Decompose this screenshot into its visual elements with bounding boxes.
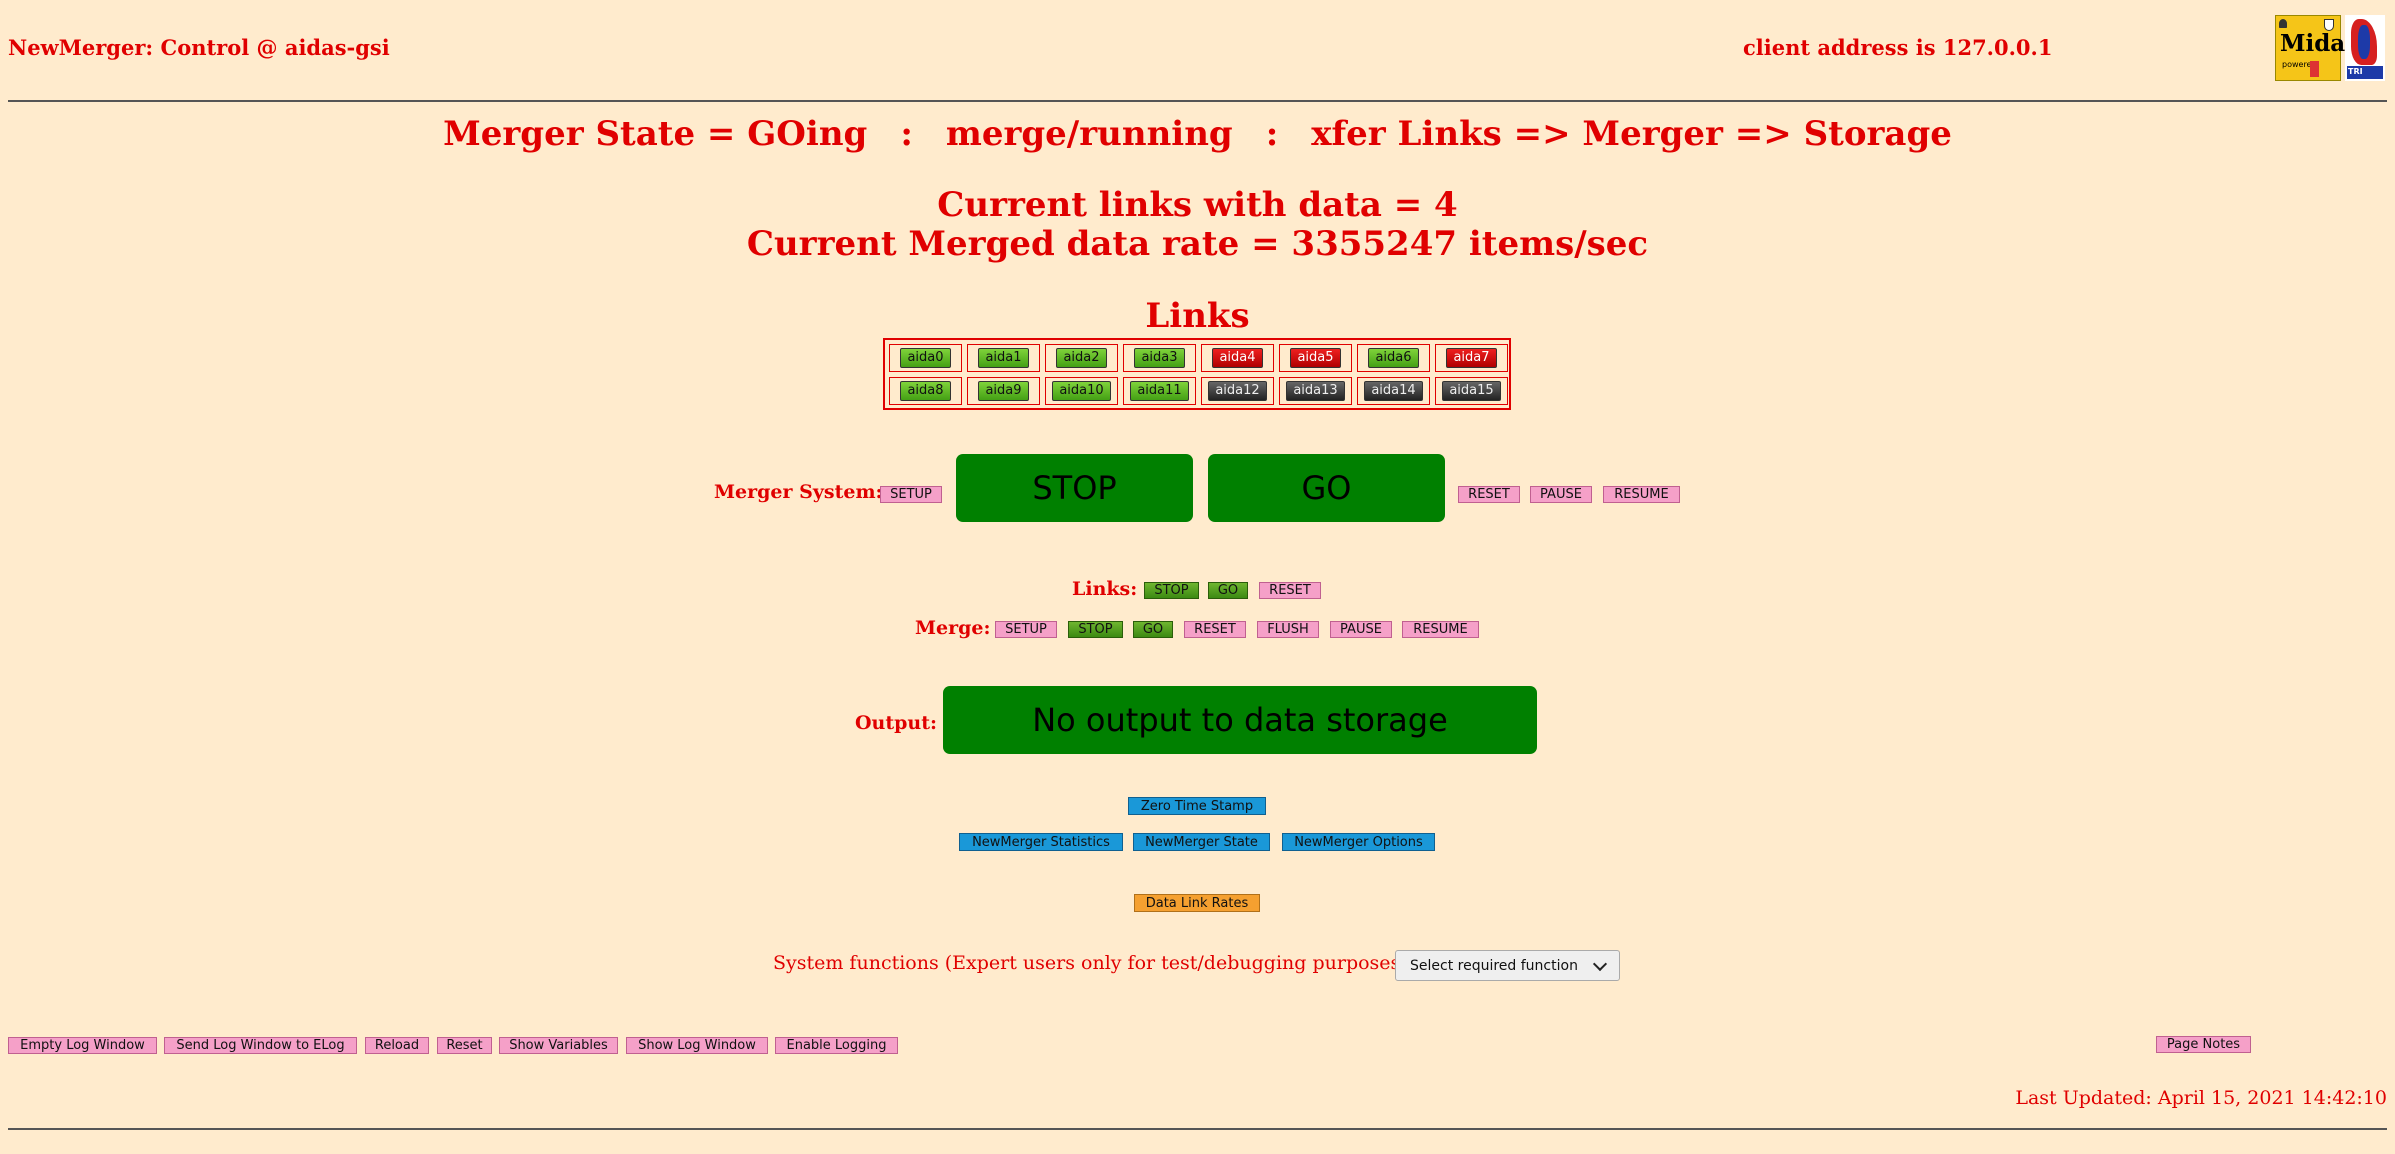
merger-reset-button[interactable]: RESET [1458, 486, 1520, 503]
newmerger-statistics-button[interactable]: NewMerger Statistics [959, 833, 1123, 851]
links-stop-button[interactable]: STOP [1144, 582, 1199, 599]
merge-resume-button[interactable]: RESUME [1402, 621, 1479, 638]
links-table: aida0 aida1 aida2 aida3 aida4 aida5 aida… [883, 338, 1511, 410]
link-aida6[interactable]: aida6 [1368, 348, 1419, 368]
empty-log-window-button[interactable]: Empty Log Window [8, 1037, 157, 1054]
links-go-button[interactable]: GO [1208, 582, 1248, 599]
merged-data-rate: Current Merged data rate = 3355247 items… [746, 224, 1649, 264]
shield-icon [2324, 19, 2334, 31]
system-function-select[interactable]: Select required function [1395, 950, 1620, 981]
show-variables-button[interactable]: Show Variables [499, 1037, 618, 1054]
reload-button[interactable]: Reload [365, 1037, 429, 1054]
merger-state-line: Merger State = GOing:merge/running:xfer … [443, 114, 1952, 154]
midas-logo-small: powered [2282, 60, 2317, 69]
links-reset-button[interactable]: RESET [1259, 582, 1321, 599]
system-function-select-value: Select required function [1410, 957, 1578, 974]
link-aida9[interactable]: aida9 [978, 381, 1029, 401]
merger-setup-button[interactable]: SETUP [880, 486, 942, 503]
newmerger-state-button[interactable]: NewMerger State [1133, 833, 1270, 851]
merge-go-button[interactable]: GO [1133, 621, 1173, 638]
data-link-rates-button[interactable]: Data Link Rates [1134, 894, 1260, 912]
newmerger-options-button[interactable]: NewMerger Options [1282, 833, 1435, 851]
link-aida7[interactable]: aida7 [1446, 348, 1497, 368]
page-notes-button[interactable]: Page Notes [2156, 1036, 2251, 1053]
page-title: NewMerger: Control @ aidas-gsi [8, 35, 390, 60]
merge-flush-button[interactable]: FLUSH [1257, 621, 1319, 638]
link-aida5[interactable]: aida5 [1290, 348, 1341, 368]
triumf-logo-text: TRI [2348, 67, 2363, 76]
merge-pause-button[interactable]: PAUSE [1330, 621, 1392, 638]
show-log-window-button[interactable]: Show Log Window [626, 1037, 768, 1054]
link-aida3[interactable]: aida3 [1134, 348, 1185, 368]
merger-pause-button[interactable]: PAUSE [1530, 486, 1592, 503]
chevron-down-icon [1592, 956, 1608, 972]
merge-setup-button[interactable]: SETUP [995, 621, 1057, 638]
merge-stop-button[interactable]: STOP [1068, 621, 1123, 638]
output-label: Output: [855, 712, 938, 734]
client-address: client address is 127.0.0.1 [1743, 35, 2053, 60]
merger-resume-button[interactable]: RESUME [1603, 486, 1680, 503]
zero-time-stamp-button[interactable]: Zero Time Stamp [1128, 797, 1266, 815]
merger-go-button[interactable]: GO [1208, 454, 1445, 522]
merger-state: Merger State = GOing [443, 114, 868, 154]
link-aida10[interactable]: aida10 [1052, 381, 1111, 401]
output-status-button[interactable]: No output to data storage [943, 686, 1537, 754]
merge-status: merge/running [945, 114, 1233, 154]
enable-logging-button[interactable]: Enable Logging [775, 1037, 898, 1054]
link-aida13[interactable]: aida13 [1286, 381, 1345, 401]
link-aida8[interactable]: aida8 [900, 381, 951, 401]
link-aida4[interactable]: aida4 [1212, 348, 1263, 368]
system-functions-label: System functions (Expert users only for … [773, 952, 1431, 974]
link-aida2[interactable]: aida2 [1056, 348, 1107, 368]
triumf-logo: TRI [2345, 15, 2385, 81]
reset-button[interactable]: Reset [437, 1037, 492, 1054]
merger-system-label: Merger System: [714, 481, 883, 503]
midas-logo-bar [2310, 61, 2319, 77]
link-aida14[interactable]: aida14 [1364, 381, 1423, 401]
bottom-divider [8, 1128, 2387, 1130]
send-log-to-elog-button[interactable]: Send Log Window to ELog [164, 1037, 357, 1054]
merger-stop-button[interactable]: STOP [956, 454, 1193, 522]
links-with-data: Current links with data = 4 [937, 185, 1458, 225]
merge-ctrl-label: Merge: [915, 617, 991, 639]
tree-icon [2279, 19, 2287, 28]
link-aida15[interactable]: aida15 [1442, 381, 1501, 401]
link-aida0[interactable]: aida0 [900, 348, 951, 368]
merge-reset-button[interactable]: RESET [1184, 621, 1246, 638]
link-aida11[interactable]: aida11 [1130, 381, 1189, 401]
link-aida12[interactable]: aida12 [1208, 381, 1267, 401]
last-updated: Last Updated: April 15, 2021 14:42:10 [2015, 1087, 2387, 1109]
link-aida1[interactable]: aida1 [978, 348, 1029, 368]
midas-logo: Midas powered [2275, 15, 2358, 81]
links-title: Links [1145, 296, 1250, 336]
xfer-status: xfer Links => Merger => Storage [1311, 114, 1952, 154]
links-ctrl-label: Links: [1072, 578, 1138, 600]
top-divider [8, 100, 2387, 102]
